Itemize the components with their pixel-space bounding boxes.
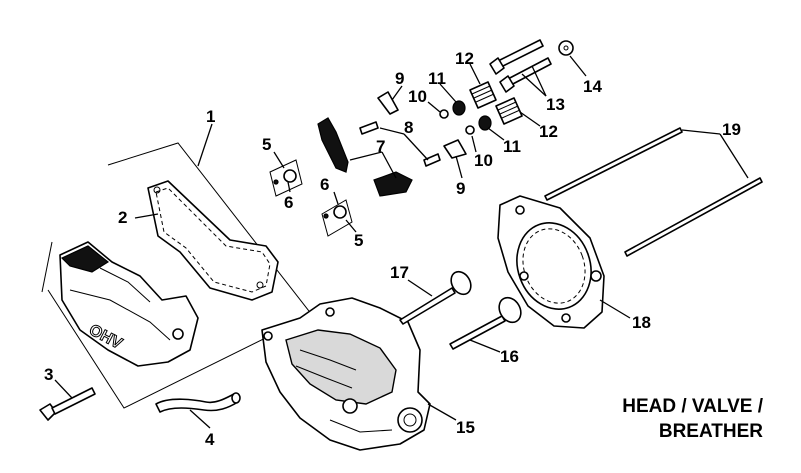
callout-6-lower: 6 [284,193,293,212]
adjuster-box-lower [321,199,353,237]
callout-13: 13 [546,95,565,114]
callout-9-upper: 9 [395,69,404,88]
callout-16: 16 [500,347,519,366]
valve-spring-upper[interactable] [469,81,497,109]
callout-18: 18 [632,313,651,332]
callout-11-upper: 11 [428,69,446,88]
callout-12-lower: 12 [539,122,558,141]
diagram-title-line-1: HEAD / VALVE / [622,396,763,417]
callout-19: 19 [722,120,741,139]
breather-hose[interactable] [155,392,241,413]
callout-9-lower: 9 [456,179,465,198]
callout-labels: 1 2 3 4 5 5 6 6 7 8 9 9 10 10 11 11 12 1… [44,49,741,449]
callout-17: 17 [390,263,409,282]
head-gasket[interactable] [497,195,605,329]
callout-2: 2 [118,208,127,227]
guide-plate-lower[interactable] [443,139,467,159]
callout-12-upper: 12 [455,49,474,68]
callout-10-lower: 10 [474,151,493,170]
breather-cover[interactable]: OHV [59,241,199,367]
head-bolt-upper[interactable] [489,39,544,75]
callout-11-lower: 11 [503,137,521,156]
callout-4: 4 [205,430,215,449]
valve-retainer-upper[interactable] [439,109,449,119]
adjuster-screw-lower[interactable] [323,205,347,219]
callout-1: 1 [206,107,215,126]
callout-7: 7 [376,137,385,156]
valve-retainer-lower[interactable] [465,125,475,135]
callout-14: 14 [583,77,602,96]
breather-gasket[interactable] [147,180,279,301]
callout-3: 3 [44,365,53,384]
callout-5-lower: 5 [354,231,363,250]
callout-6-upper: 6 [320,175,329,194]
callout-10-upper: 10 [408,87,427,106]
leader-lines [54,55,749,429]
rocker-stud-lower[interactable] [423,153,441,167]
spring-cap-upper[interactable] [452,100,466,116]
guide-plate-upper[interactable] [377,91,399,115]
callout-5-upper: 5 [262,135,271,154]
exhaust-valve[interactable] [449,294,525,350]
rocker-arm-upper[interactable] [317,117,349,173]
callout-8: 8 [404,118,413,137]
adjuster-screw-upper[interactable] [273,169,297,185]
push-rods[interactable] [544,127,763,257]
head-bolt-lower[interactable] [499,57,552,93]
cylinder-head[interactable] [261,297,431,451]
rocker-arm-lower[interactable] [373,171,413,197]
callout-15: 15 [456,418,475,437]
valve-spring-lower[interactable] [495,97,523,125]
cover-bolt[interactable] [39,387,96,421]
spring-cap-lower[interactable] [478,115,492,131]
rocker-stud-upper[interactable] [359,121,379,135]
bolt-washer[interactable] [558,40,574,56]
diagram-title-line-2: BREATHER [658,421,763,442]
intake-valve[interactable] [399,268,475,325]
adjuster-box-upper [269,159,303,197]
